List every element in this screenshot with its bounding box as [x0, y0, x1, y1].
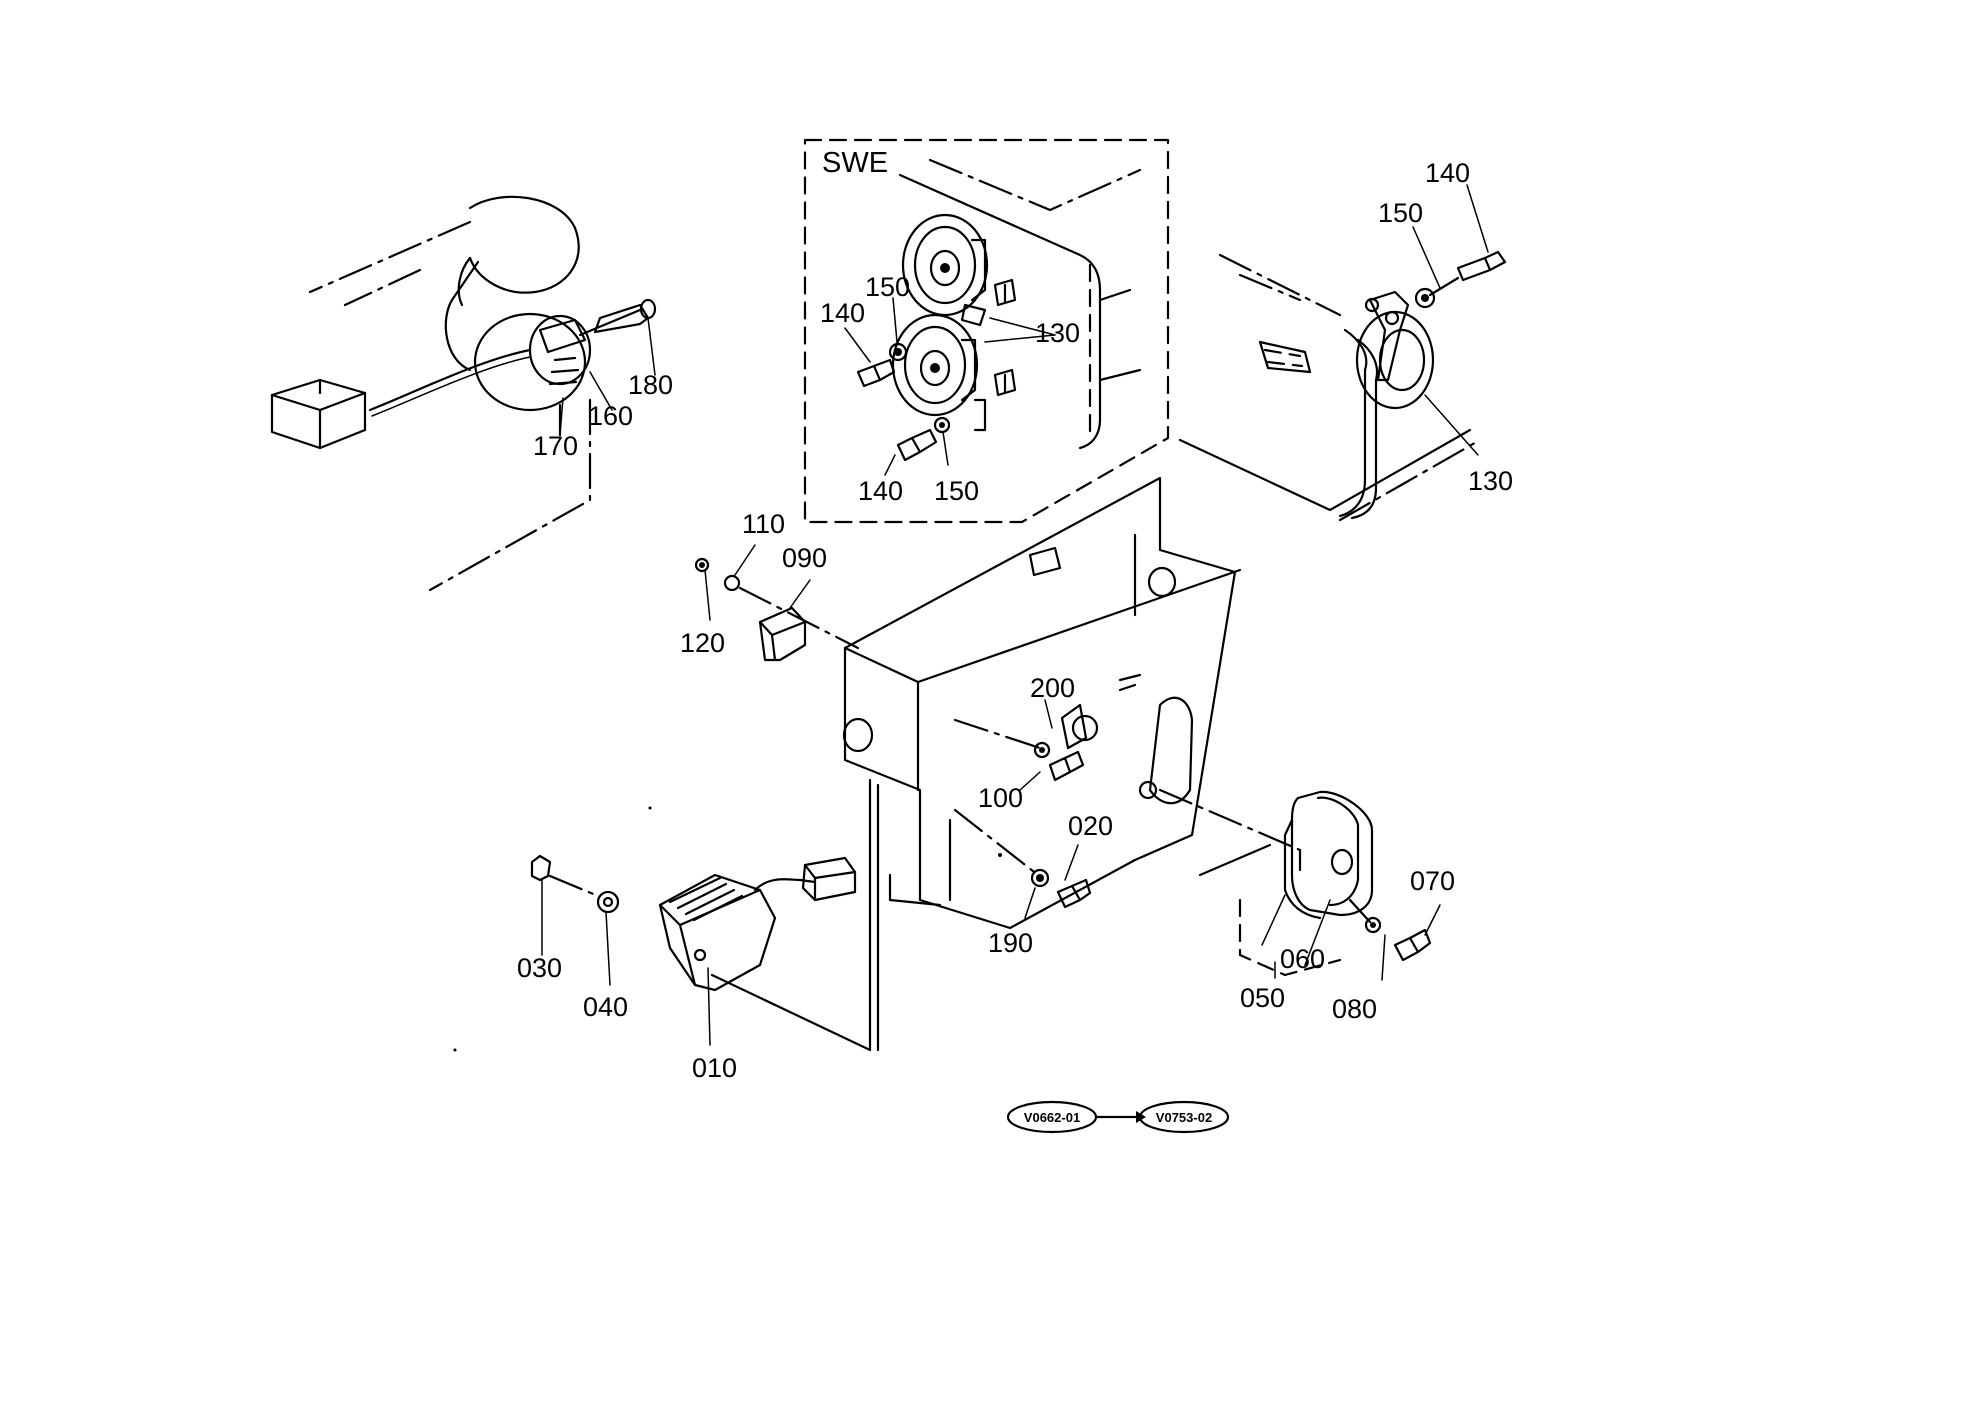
- label-030: 030: [517, 953, 562, 983]
- serial-from: V0662-01: [1024, 1110, 1080, 1125]
- motor-horn-assembly: [270, 195, 657, 592]
- label-080: 080: [1332, 994, 1377, 1024]
- label-050: 050: [1240, 983, 1285, 1013]
- parts-090-110-120: [694, 544, 860, 662]
- label-160: 160: [588, 401, 633, 431]
- label-070: 070: [1410, 866, 1455, 896]
- label-060: 060: [1280, 944, 1325, 974]
- label-150-right: 150: [1378, 198, 1423, 228]
- label-180: 180: [628, 370, 673, 400]
- label-140-swe-bottom: 140: [858, 476, 903, 506]
- label-130-swe: 130: [1035, 318, 1080, 348]
- label-130-right: 130: [1468, 466, 1513, 496]
- parts-020-190: [953, 808, 1092, 919]
- main-bracket: [842, 476, 1242, 1052]
- label-010: 010: [692, 1053, 737, 1083]
- label-150-swe-bottom: 150: [934, 476, 979, 506]
- label-140-right: 140: [1425, 158, 1470, 188]
- serial-range: V0662-01 V0753-02: [1006, 1100, 1230, 1134]
- serial-to: V0753-02: [1156, 1110, 1212, 1125]
- label-090: 090: [782, 543, 827, 573]
- swe-inset: SWE: [803, 138, 1170, 524]
- label-020: 020: [1068, 811, 1113, 841]
- label-140-swe-top: 140: [820, 298, 865, 328]
- parts-100-200: [953, 699, 1085, 791]
- label-150-swe-top: 150: [865, 272, 910, 302]
- label-170: 170: [533, 431, 578, 461]
- label-040: 040: [583, 992, 628, 1022]
- part-labels: 180 160 170 150 140 130 140 150 140 150 …: [517, 158, 1513, 1083]
- label-200: 200: [1030, 673, 1075, 703]
- swe-label: SWE: [822, 147, 888, 179]
- label-120: 120: [680, 628, 725, 658]
- label-100: 100: [978, 783, 1023, 813]
- label-110: 110: [742, 509, 785, 539]
- horn-bracket-assembly: [1178, 184, 1507, 522]
- cover-assembly: [1158, 788, 1441, 981]
- label-190: 190: [988, 928, 1033, 958]
- relay-assembly: [530, 854, 872, 1052]
